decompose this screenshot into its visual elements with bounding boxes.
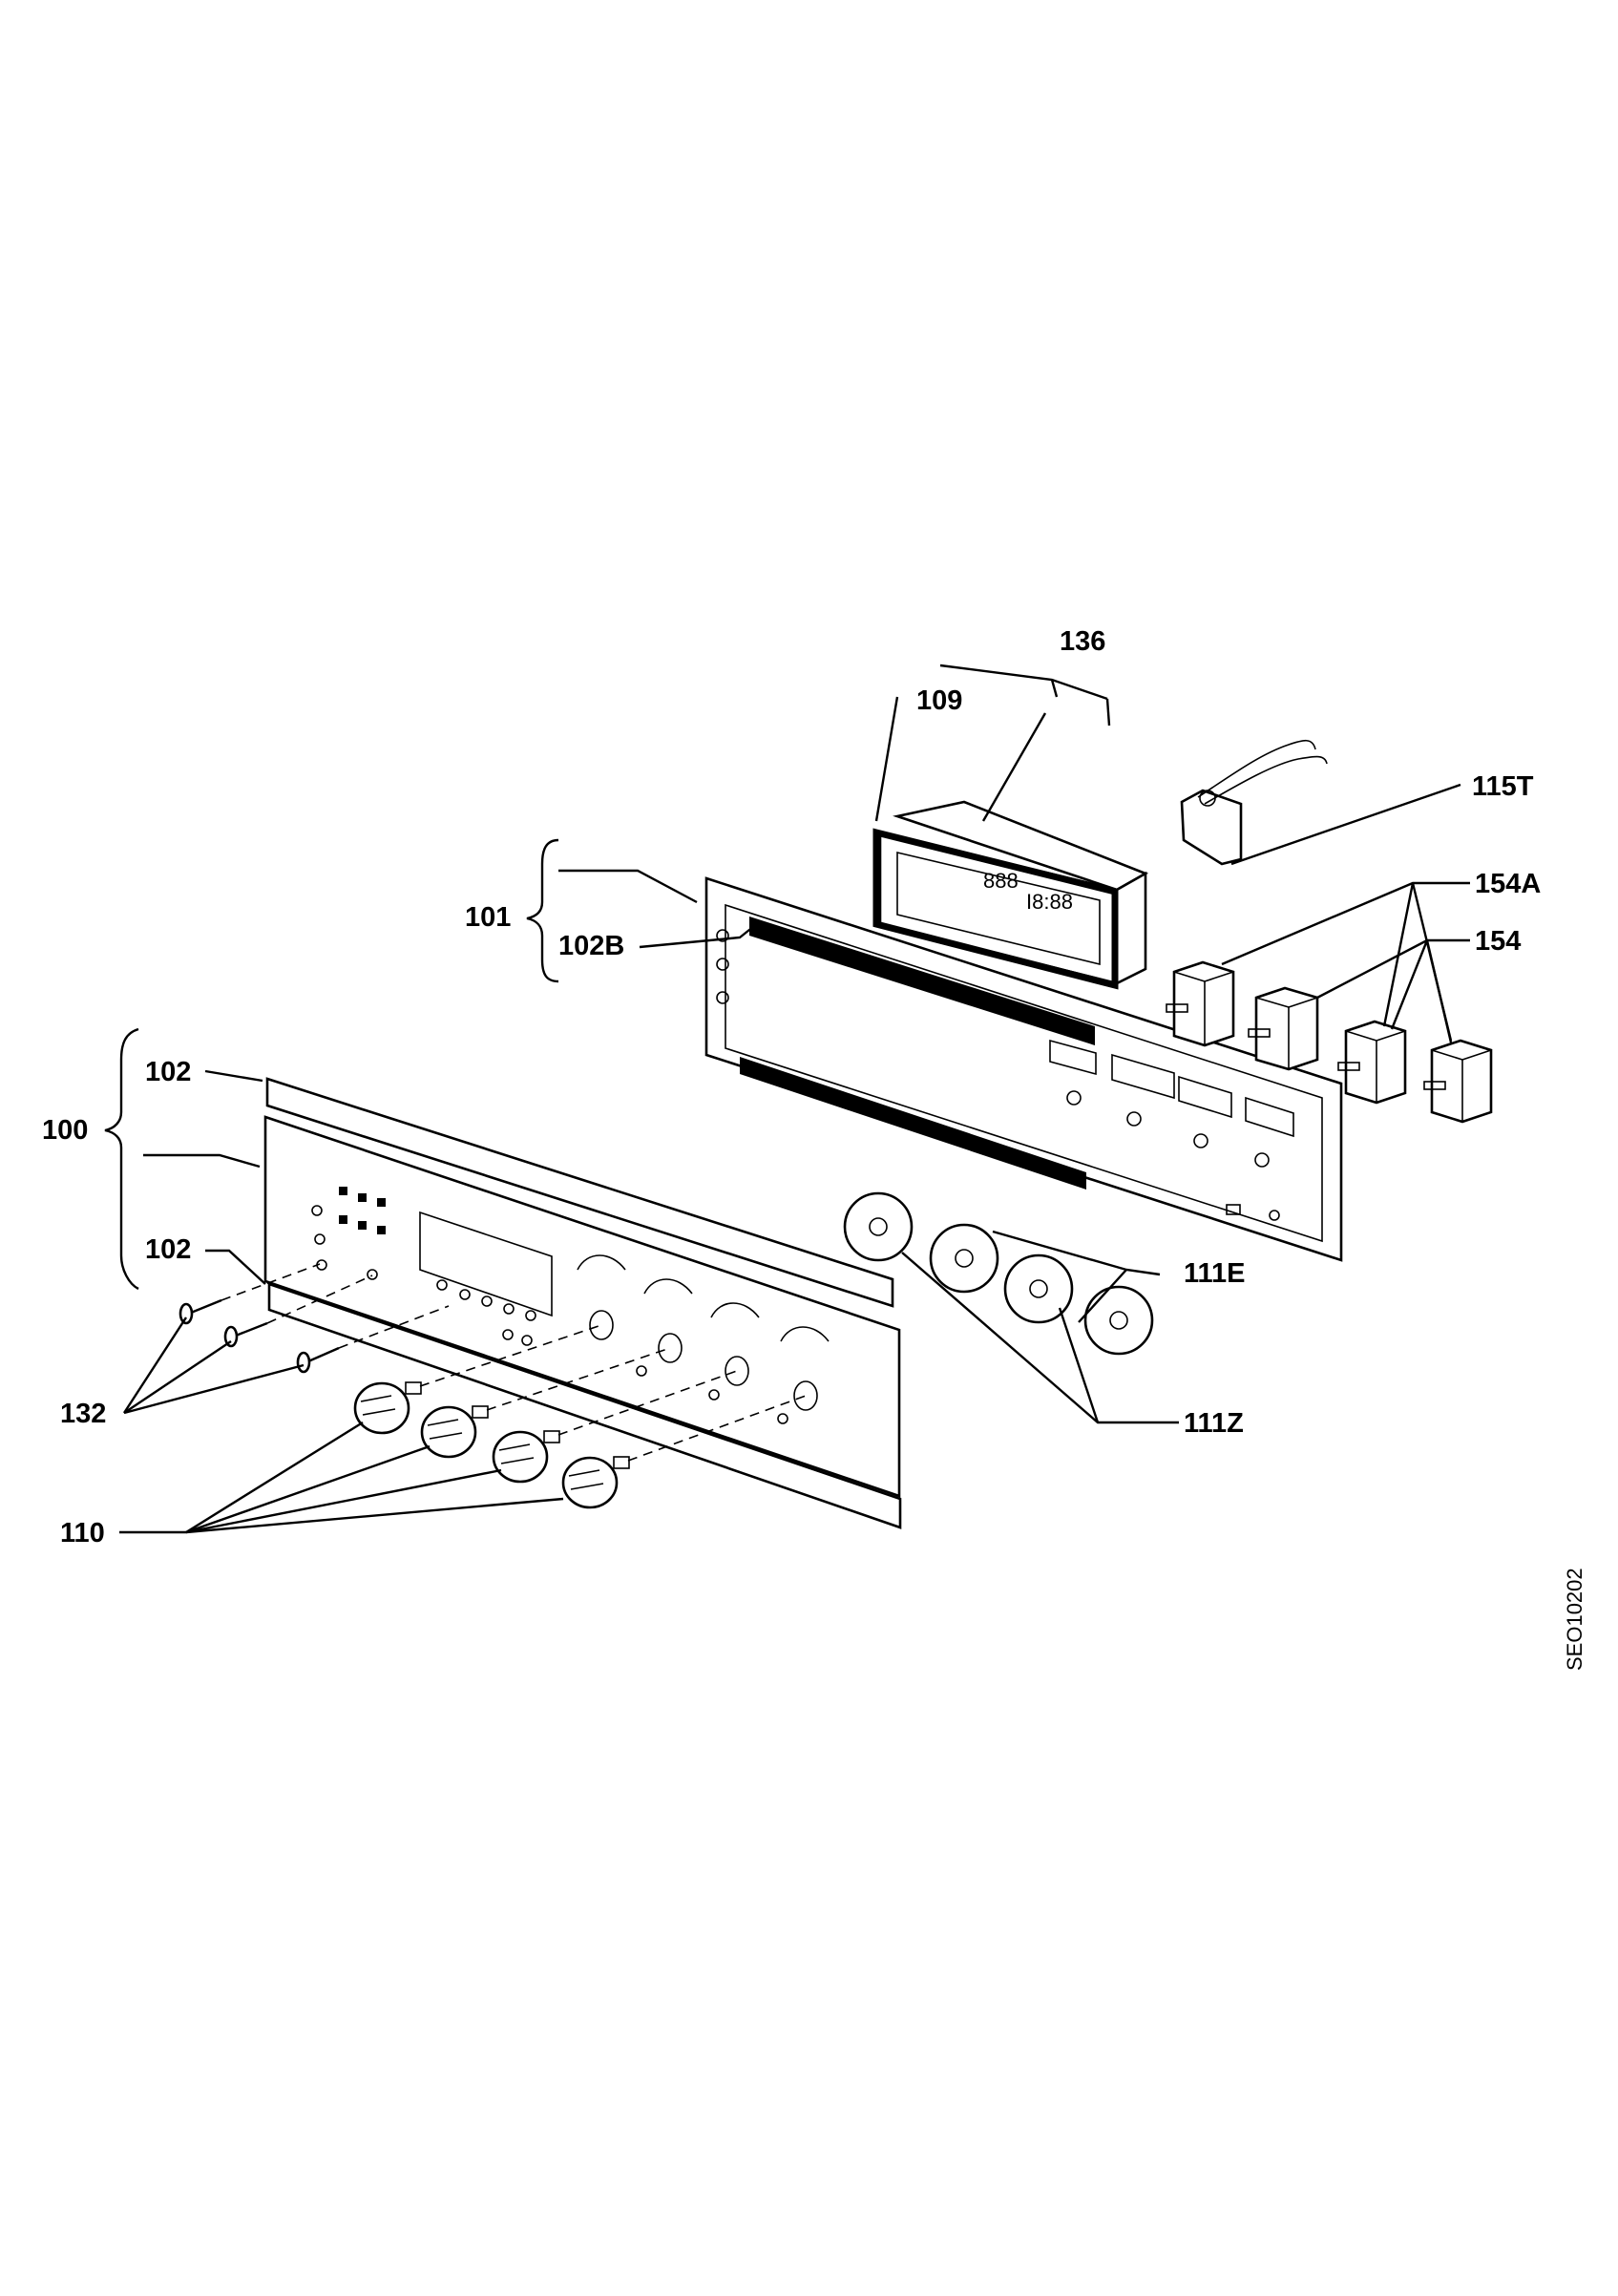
- label-132: 132: [60, 1399, 106, 1429]
- assembly-lines: [221, 1263, 807, 1462]
- label-111z: 111Z: [1184, 1408, 1244, 1439]
- knob-110-part-2: [420, 1405, 489, 1459]
- label-102-top: 102: [145, 1057, 191, 1087]
- label-154: 154: [1475, 926, 1521, 957]
- front-panel-part: [263, 1077, 902, 1529]
- label-102-bottom: 102: [145, 1234, 191, 1265]
- switch-154-part-4: [1423, 1039, 1493, 1124]
- thermostat-115t-part: [1180, 739, 1328, 866]
- label-110: 110: [60, 1518, 105, 1548]
- knob-ring-3: [1003, 1253, 1074, 1324]
- knob-110-part-4: [561, 1456, 630, 1509]
- inner-panel-part: [704, 876, 1343, 1262]
- label-109: 109: [916, 685, 962, 716]
- knob-ring-1: [843, 1191, 914, 1262]
- label-136: 136: [1060, 626, 1105, 657]
- drawing-code: SEO10202: [1563, 1568, 1586, 1671]
- knob-ring-2: [929, 1223, 999, 1294]
- label-102b: 102B: [558, 931, 624, 961]
- label-115t: 115T: [1472, 771, 1534, 802]
- leader-lines: [104, 664, 1470, 1534]
- label-101: 101: [465, 902, 511, 933]
- label-100: 100: [42, 1115, 88, 1146]
- switch-154-part-1: [1166, 960, 1235, 1047]
- switch-154-part-2: [1248, 986, 1319, 1071]
- label-154a: 154A: [1475, 869, 1541, 899]
- label-111e: 111E: [1184, 1258, 1246, 1289]
- knob-110-part-1: [353, 1381, 422, 1435]
- callout-labels: 136 109 115T 154A 154 101 102B 102 100 1…: [42, 626, 1586, 1671]
- switch-154-part-3: [1337, 1020, 1407, 1105]
- display-module-part: 888 I8:88: [872, 800, 1149, 990]
- display-glyphs-2: I8:88: [1026, 890, 1073, 914]
- display-glyphs: 888: [983, 869, 1019, 893]
- knob-ring-4: [1083, 1285, 1154, 1356]
- knob-110-part-3: [492, 1430, 560, 1484]
